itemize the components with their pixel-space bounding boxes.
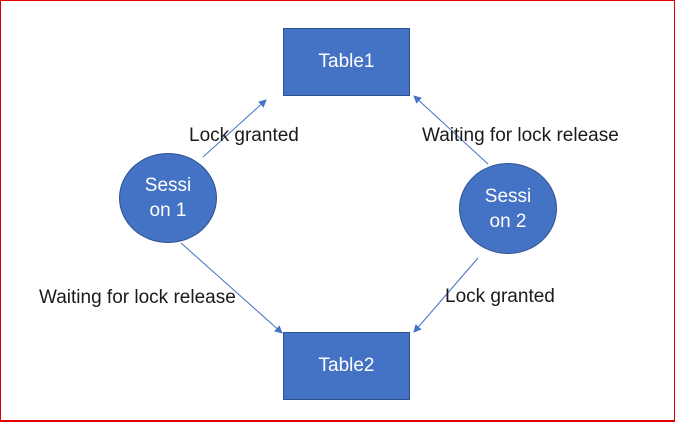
- edge-label-session1-table1: Lock granted: [189, 125, 299, 146]
- arrow-session1-to-table1: [202, 99, 267, 158]
- edge-label-session1-table2: Waiting for lock release: [39, 287, 236, 308]
- session1-node: Sessi on 1: [119, 153, 217, 243]
- edge-label-session2-table1: Waiting for lock release: [422, 125, 619, 146]
- arrow-session2-to-table1: [413, 95, 489, 165]
- arrow-session1-to-table2: [180, 242, 283, 334]
- table2-label: Table2: [318, 355, 375, 376]
- edge-label-session2-table2: Lock granted: [445, 286, 555, 307]
- table2-node: Table2: [283, 332, 410, 400]
- session2-label-line2: on 2: [489, 210, 527, 232]
- arrow-session2-to-table2: [413, 257, 479, 333]
- session2-label-line1: Sessi: [484, 185, 532, 207]
- session2-node: Sessi on 2: [459, 163, 557, 254]
- session1-label-line1: Sessi: [144, 175, 192, 196]
- table1-node: Table1: [283, 28, 410, 96]
- session1-label-line2: on 1: [149, 200, 187, 221]
- table1-label: Table1: [318, 51, 375, 72]
- session2-label: Sessi on 2: [485, 184, 531, 234]
- session1-label: Sessi on 1: [145, 173, 191, 223]
